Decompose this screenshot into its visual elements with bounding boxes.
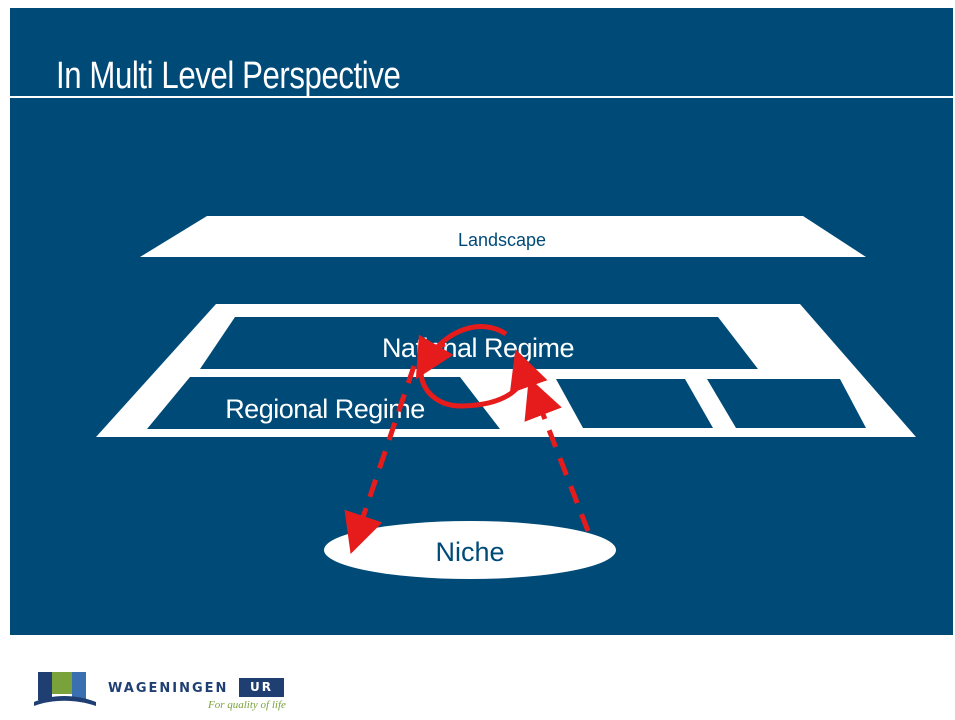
landscape-layer — [140, 216, 866, 257]
brand-tagline: For quality of life — [208, 699, 286, 711]
niche-ellipse — [324, 521, 616, 579]
feedback-loop-arrow-return — [415, 324, 508, 380]
brand-suffix: UR — [239, 678, 284, 697]
national-regime-label: National Regime — [382, 333, 574, 363]
regional-cell-2 — [556, 379, 713, 428]
regional-regime-label: Regional Regime — [225, 394, 425, 424]
brand-name: WAGENINGEN — [108, 681, 229, 696]
wageningen-logo-icon — [34, 672, 96, 706]
regional-regime-cell — [147, 377, 500, 429]
regional-cell-3 — [707, 379, 866, 428]
landscape-label: Landscape — [458, 230, 546, 250]
title-divider — [10, 96, 953, 98]
national-regime-cell — [200, 317, 758, 369]
niche-to-regime-arrow — [524, 377, 591, 532]
slide-title: In Multi Level Perspective — [56, 55, 401, 97]
niche-label: Niche — [435, 537, 504, 567]
